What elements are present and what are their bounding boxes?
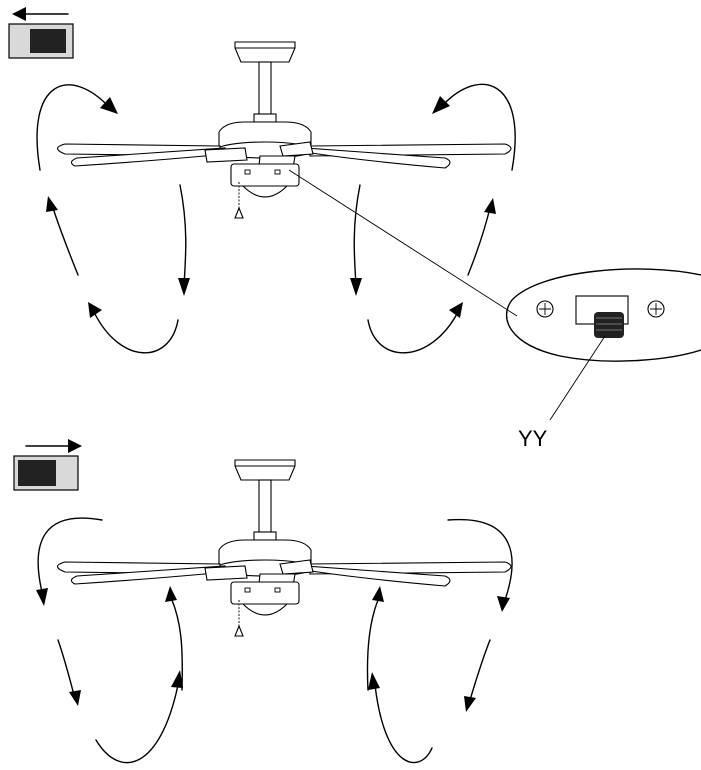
- callout-leader: [288, 169, 518, 317]
- airflow-arrows-bottom: [36, 517, 513, 764]
- ceiling-fan-bottom: [56, 459, 512, 637]
- airflow-arrows-top: [36, 83, 516, 354]
- ceiling-fan-top: [56, 41, 512, 219]
- switch-left-icon: [8, 7, 74, 59]
- switch-closeup: [505, 268, 701, 362]
- yy-leader: [549, 335, 606, 421]
- yy-label: YY: [518, 426, 548, 451]
- switch-right-icon: [13, 439, 82, 491]
